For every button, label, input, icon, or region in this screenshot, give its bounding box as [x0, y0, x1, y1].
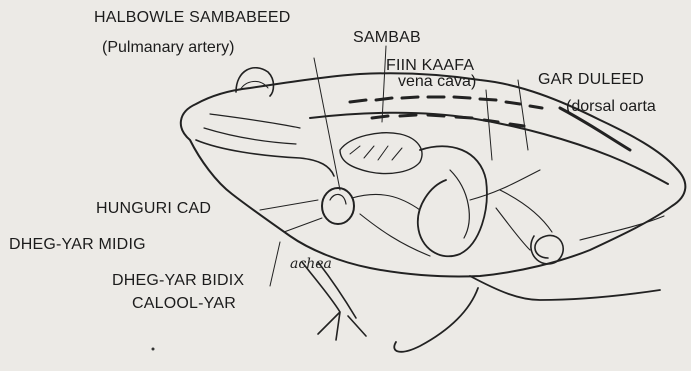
vertebrae	[350, 97, 542, 126]
label-left-atrium: DHEG-YAR BIDIX	[112, 272, 244, 290]
jaw	[196, 140, 334, 176]
front-leg	[302, 262, 366, 340]
trachea-handwriting: achea	[290, 256, 332, 272]
hind-leg	[394, 276, 660, 352]
heart	[322, 188, 354, 224]
label-dorsal-aorta: GAR DULEED	[538, 71, 644, 89]
vena-cava	[418, 146, 487, 256]
label-ventricle: CALOOL-YAR	[132, 295, 236, 313]
lung	[340, 133, 422, 174]
label-pulmonary-artery: HALBOWLE SAMBABEED	[94, 9, 291, 27]
label-lung: SAMBAB	[353, 29, 421, 47]
label-pulmonary-artery-sub: (Pulmanary artery)	[102, 39, 234, 57]
leader-lines	[260, 46, 528, 286]
stray-mark	[152, 348, 155, 351]
label-dorsal-aorta-sub: (dorsal oarta	[566, 98, 656, 116]
kidney	[531, 235, 563, 263]
label-vena-cava-sub: vena cava)	[398, 73, 476, 91]
label-right-atrium: DHEG-YAR MIDIG	[9, 236, 146, 254]
label-trachea: HUNGURI CAD	[96, 200, 211, 218]
